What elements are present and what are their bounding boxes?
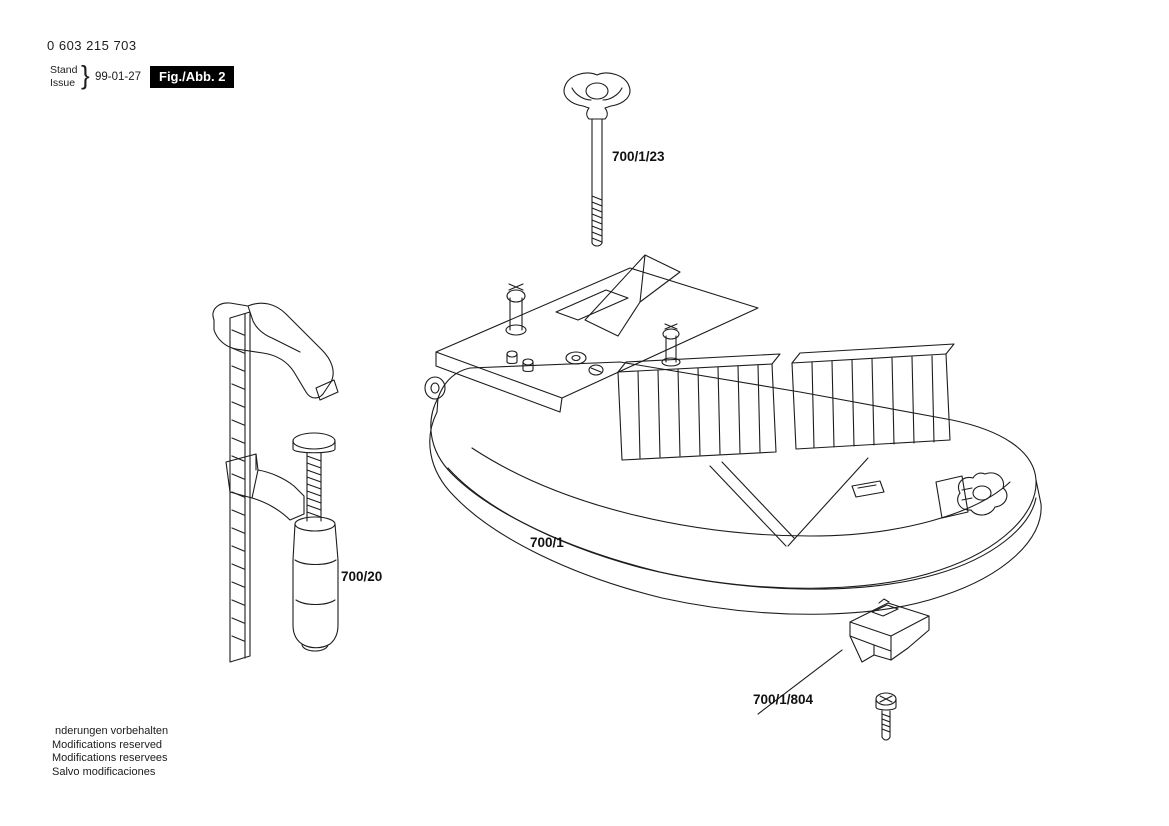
wing-bolt-illustration	[563, 72, 631, 247]
legal-line: Modifications reserved	[52, 738, 163, 751]
label-wing-bolt: 700/1/23	[612, 149, 665, 164]
revision-block: Stand Issue	[50, 64, 77, 89]
figure-badge: Fig./Abb. 2	[150, 66, 235, 88]
revision-brace: }	[81, 60, 90, 90]
issue-date: 99-01-27	[95, 71, 142, 83]
label-clamp: 700/20	[341, 569, 383, 584]
legal-line: Modifications reservees	[52, 752, 168, 764]
leader-line-insert	[757, 649, 843, 715]
stand-label: Stand	[50, 64, 78, 76]
issue-label: Issue	[50, 76, 76, 89]
label-insert: 700/1/804	[753, 692, 814, 707]
insert-screw-illustration	[875, 692, 897, 741]
clamp-illustration	[212, 302, 339, 663]
insert-illustration	[849, 598, 930, 663]
legal-line: Salvo modificaciones	[52, 765, 156, 778]
miter-base-illustration	[424, 254, 1042, 615]
legal-line: nderungen vorbehalten	[55, 725, 169, 737]
legal-notice: nderungen vorbehalten Modifications rese…	[52, 725, 168, 779]
part-number: 0 603 215 703	[47, 38, 137, 53]
label-miter-base: 700/1	[530, 535, 564, 550]
